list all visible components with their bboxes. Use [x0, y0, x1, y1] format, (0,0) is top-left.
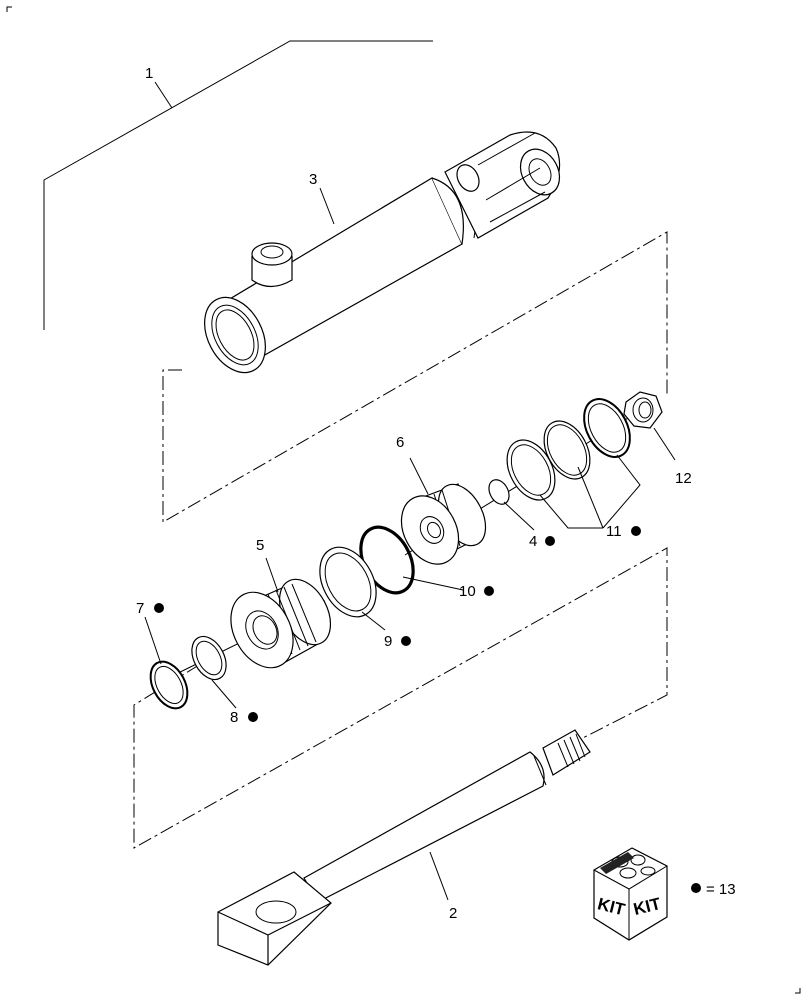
- leader-8: [211, 679, 237, 709]
- label-2: 2: [449, 905, 457, 922]
- label-10: 10: [459, 583, 476, 600]
- gland: [230, 578, 332, 669]
- piston: [400, 483, 487, 565]
- label-6: 6: [396, 434, 404, 451]
- leader-2: [429, 851, 449, 901]
- bullet-icon: [248, 712, 258, 722]
- bullet-icon: [484, 586, 494, 596]
- label-4: 4: [529, 533, 537, 550]
- ring-8: [191, 635, 227, 681]
- label-7: 7: [136, 600, 144, 617]
- label-3: 3: [309, 171, 317, 188]
- wiper-7: [149, 660, 189, 710]
- label-1: 1: [145, 65, 153, 82]
- label-8: 8: [230, 709, 238, 726]
- label-12: 12: [675, 470, 692, 487]
- leader-4: [503, 501, 535, 531]
- lock-nut: [623, 391, 663, 429]
- seal-kit-11: [506, 398, 631, 501]
- leader-6: [409, 457, 429, 495]
- crop-mark-bottom-right: [795, 988, 801, 994]
- crop-mark-top-left: [6, 6, 12, 12]
- kit-legend: = 13: [706, 881, 736, 898]
- label-11: 11: [606, 523, 622, 540]
- cylinder-barrel: [204, 131, 561, 374]
- leader-11: [539, 454, 641, 529]
- leader-5: [265, 557, 279, 593]
- leader-7: [144, 616, 162, 665]
- assembly-line-upper: [162, 231, 668, 523]
- bullet-icon: [545, 536, 555, 546]
- piston-rod: [217, 729, 591, 966]
- assembly-bracket-1: [43, 40, 433, 330]
- label-5: 5: [256, 537, 264, 554]
- bullet-icon: [401, 636, 411, 646]
- leader-9: [361, 611, 386, 631]
- bullet-icon: [154, 603, 164, 613]
- leader-1: [154, 81, 173, 109]
- kit-box-icon: [593, 847, 668, 941]
- leader-12: [653, 427, 676, 461]
- label-9: 9: [384, 633, 392, 650]
- leader-10: [402, 576, 464, 591]
- backup-ring-9: [319, 546, 377, 618]
- bullet-icon: [631, 526, 641, 536]
- leader-3: [319, 187, 335, 225]
- assembly-line-lower: [133, 547, 668, 849]
- bullet-icon: [691, 883, 701, 893]
